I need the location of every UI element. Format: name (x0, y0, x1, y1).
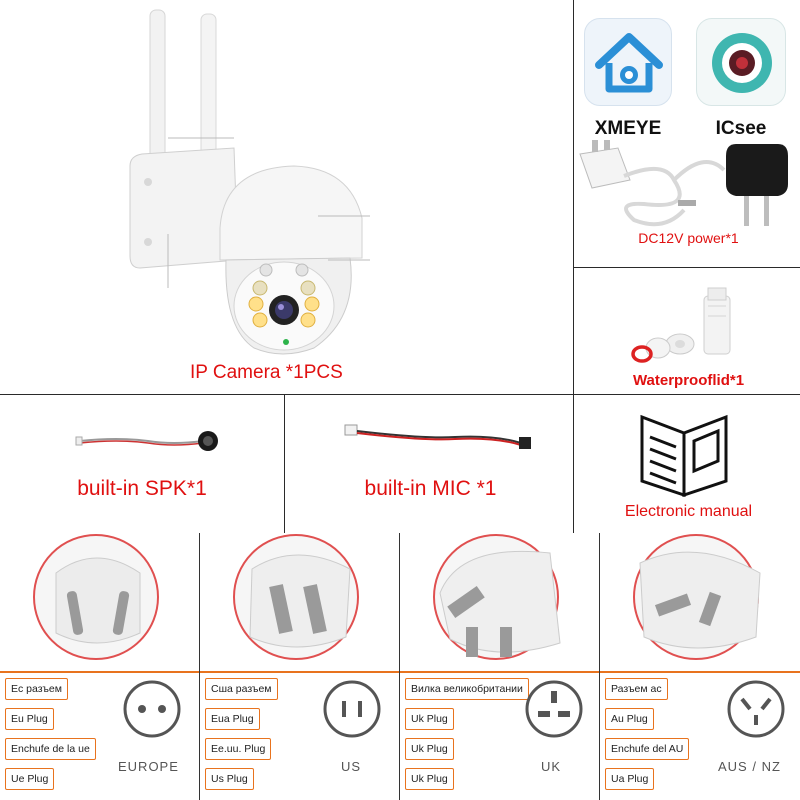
plug-panel-eu: Ec разъем Eu Plug Enchufe de la ue Ue Pl… (0, 533, 200, 800)
uk-plug-image (433, 534, 561, 660)
power-adapter-image (579, 140, 788, 227)
power-label: DC12V power*1 (638, 230, 739, 246)
mic-label: built-in MIC *1 (364, 477, 497, 500)
waterproof-lid-image (631, 287, 731, 363)
au-region-label: AUS / NZ (718, 759, 781, 774)
us-region-label: US (341, 759, 362, 774)
us-socket-icon (323, 680, 381, 738)
uk-plug-info: Вилка великобритании Uk Plug Uk Plug Uk … (400, 671, 600, 800)
xmeye-app-name: XMEYE (594, 118, 662, 139)
plug-tag: Us Plug (205, 768, 254, 790)
speaker-image (75, 431, 218, 451)
eu-plug-image (33, 534, 159, 660)
au-plug-image (633, 534, 761, 660)
plug-tag: Uk Plug (405, 768, 454, 790)
ip-camera-image (129, 9, 370, 355)
plug-tag: Uk Plug (405, 708, 454, 730)
plug-panel-us: Сша разъем Eua Plug Ee.uu. Plug Us Plug … (200, 533, 400, 800)
speaker-panel: built-in SPK*1 (0, 394, 286, 535)
waterproof-panel: Waterprooflid*1 (573, 267, 800, 396)
au-plug-info: Разъем ac Au Plug Enchufe del AU Ua Plug… (600, 671, 800, 800)
us-plug-image (233, 534, 359, 660)
xmeye-app-icon (584, 18, 672, 106)
plug-tag: Вилка великобритании (405, 678, 529, 700)
plug-tag: Eua Plug (205, 708, 260, 730)
uk-region-label: UK (541, 759, 562, 774)
mic-panel: built-in MIC *1 (284, 394, 575, 535)
eu-plug-info: Ec разъем Eu Plug Enchufe de la ue Ue Pl… (0, 671, 200, 800)
plug-tag: Ua Plug (605, 768, 655, 790)
camera-label: IP Camera *1PCS (190, 362, 343, 383)
au-socket-icon (727, 680, 785, 738)
divider (599, 533, 601, 800)
icsee-app-name: ICsee (715, 118, 767, 139)
icsee-app-icon (696, 18, 786, 106)
manual-label: Electronic manual (624, 503, 753, 520)
mic-image (344, 424, 531, 449)
plug-tag: Ue Plug (5, 768, 55, 790)
waterproof-label: Waterprooflid*1 (632, 372, 745, 389)
divider (199, 533, 201, 800)
plug-tag: Enchufe del AU (605, 738, 690, 760)
plug-tag: Ee.uu. Plug (205, 738, 272, 760)
plug-panel-au: Разъем ac Au Plug Enchufe del AU Ua Plug… (600, 533, 800, 800)
plug-tag: Uk Plug (405, 738, 454, 760)
apps-power-panel: XMEYE ICsee DC12V power*1 (573, 0, 800, 268)
speaker-label: built-in SPK*1 (77, 477, 207, 500)
camera-panel: IP Camera *1PCS (0, 0, 574, 396)
plug-tag: Ec разъем (5, 678, 68, 700)
manual-panel: Electronic manual (573, 394, 800, 535)
uk-socket-icon (525, 680, 583, 738)
eu-region-label: EUROPE (118, 759, 179, 774)
plug-panel-uk: Вилка великобритании Uk Plug Uk Plug Uk … (400, 533, 600, 800)
plug-tag: Разъем ac (605, 678, 668, 700)
eu-socket-icon (123, 680, 181, 738)
plug-tag: Сша разъем (205, 678, 278, 700)
manual-book-icon (640, 414, 728, 497)
plug-tag: Au Plug (605, 708, 654, 730)
divider (399, 533, 401, 800)
us-plug-info: Сша разъем Eua Plug Ee.uu. Plug Us Plug … (200, 671, 400, 800)
plug-tag: Enchufe de la ue (5, 738, 96, 760)
plug-tag: Eu Plug (5, 708, 54, 730)
